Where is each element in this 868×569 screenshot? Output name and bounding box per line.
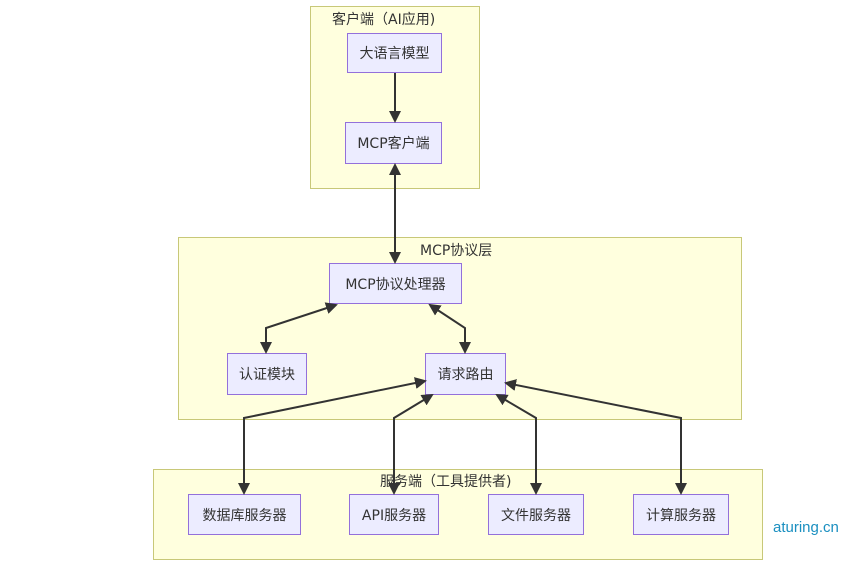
node-compute-server[interactable]: 计算服务器 xyxy=(633,494,729,535)
cluster-server-label: 服务端（工具提供者) xyxy=(380,474,512,490)
node-protocol-handler[interactable]: MCP协议处理器 xyxy=(329,263,462,304)
node-db-server[interactable]: 数据库服务器 xyxy=(188,494,301,535)
cluster-client-label: 客户端（AI应用) xyxy=(332,12,436,28)
node-auth[interactable]: 认证模块 xyxy=(227,353,307,395)
node-file-server[interactable]: 文件服务器 xyxy=(488,494,584,535)
node-api-server[interactable]: API服务器 xyxy=(349,494,439,535)
node-mcp-client[interactable]: MCP客户端 xyxy=(345,122,442,164)
cluster-protocol-label: MCP协议层 xyxy=(420,243,493,259)
watermark: aturing.cn xyxy=(773,519,839,536)
node-router[interactable]: 请求路由 xyxy=(425,353,506,395)
node-llm[interactable]: 大语言模型 xyxy=(347,33,442,73)
